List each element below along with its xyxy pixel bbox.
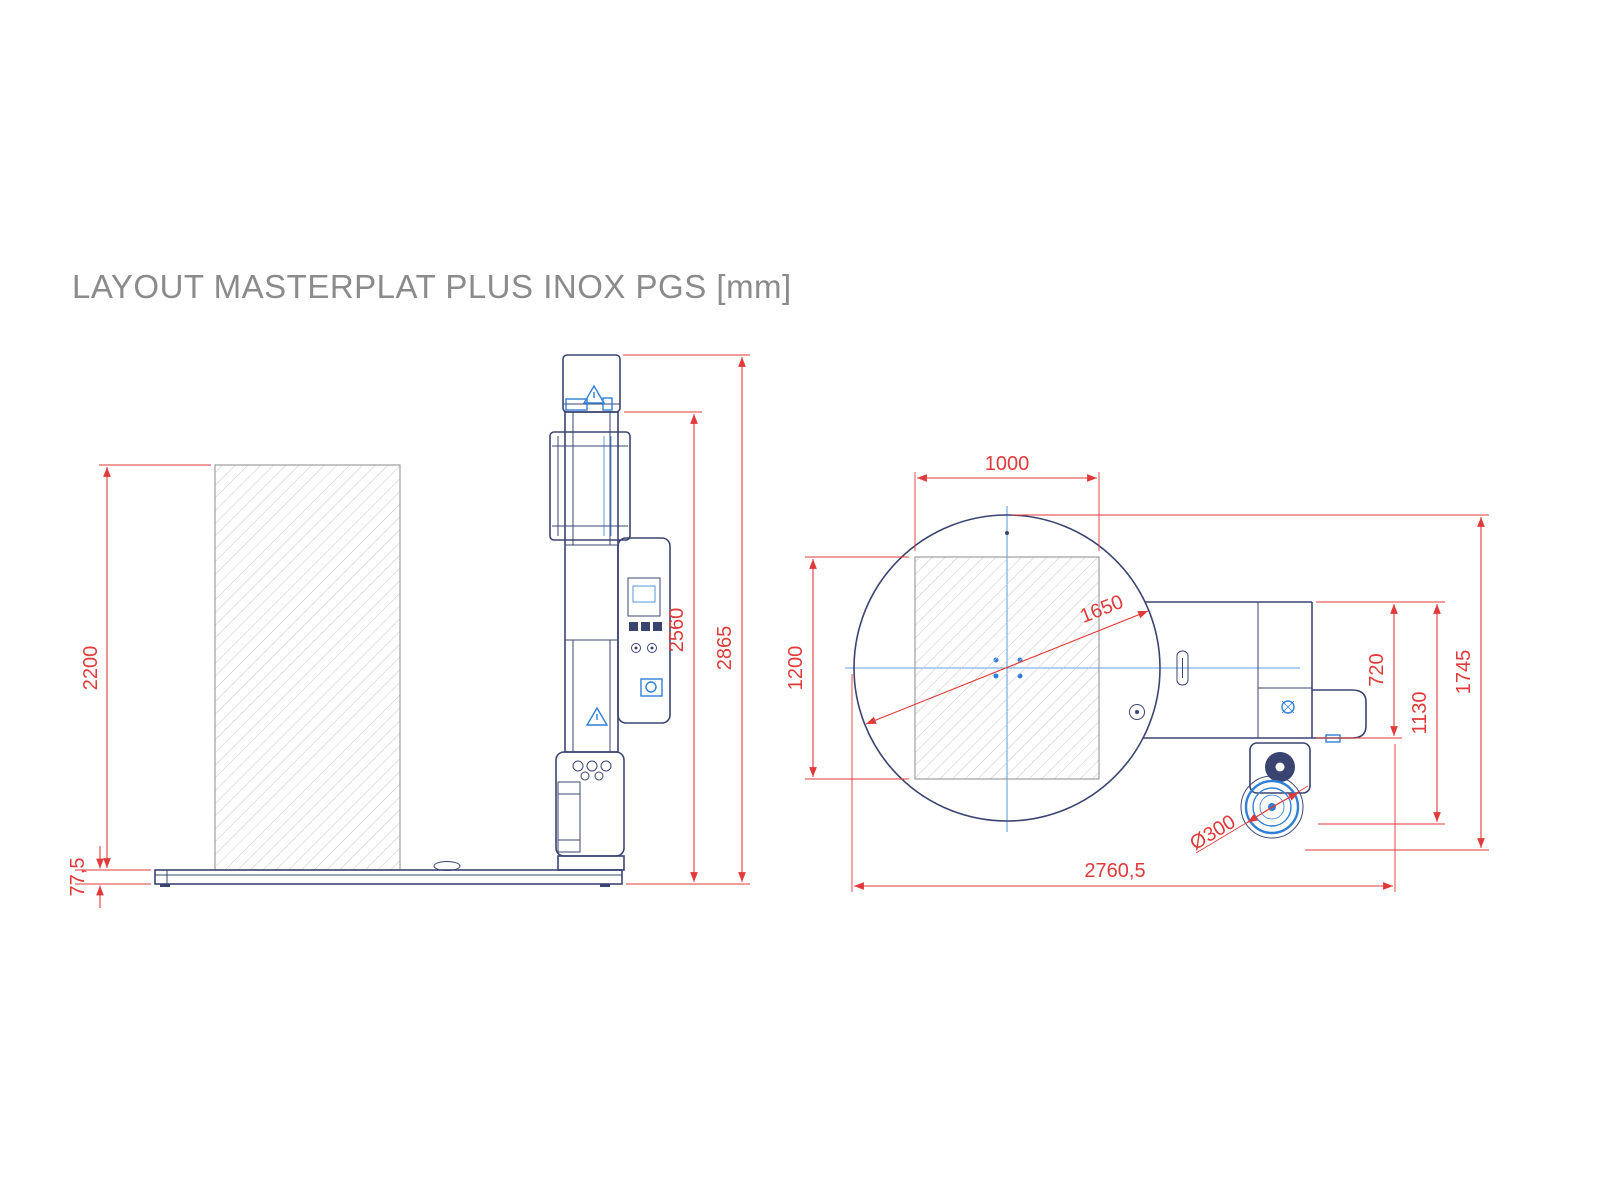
dimensions-top: 1000 1200 1650 720: [785, 453, 1489, 892]
side-view: 2200 77,5 2560 2865: [67, 354, 750, 908]
lower-housing: [555, 751, 625, 871]
dim-pallet-width: 1000: [914, 453, 1100, 551]
mast-top-cap: [562, 354, 621, 413]
bracket-connector: [1325, 734, 1341, 743]
dim-base-height: 77,5: [67, 846, 104, 908]
side-bracket: [1312, 689, 1367, 739]
panel-knob: [631, 643, 641, 653]
turntable-circle: [853, 514, 1161, 822]
dim-label-overall-length: 2760,5: [1084, 860, 1145, 882]
dim-overall-depth: 1745: [1012, 514, 1489, 851]
dim-label-column-height: 2560: [666, 608, 688, 653]
base-handle: [433, 861, 461, 871]
dim-column-height: 2560: [624, 411, 750, 885]
warning-triangle-icon: [585, 706, 609, 726]
mast-foot: [557, 855, 625, 871]
dim-label-machine-depth: 1130: [1409, 691, 1431, 734]
base-platform: [154, 861, 623, 887]
dim-label-pallet-width: 1000: [985, 453, 1030, 475]
dim-label-machine-width: 720: [1366, 653, 1388, 686]
pallet-load-side: [214, 464, 401, 871]
motor-box: [557, 781, 581, 853]
dim-label-total-height: 2865: [714, 626, 736, 671]
roller: [572, 760, 584, 772]
panel-button: [629, 622, 638, 631]
dim-label-load-height: 2200: [80, 646, 102, 691]
mast-column: [564, 411, 619, 753]
dim-load-height: 2200: [75, 464, 211, 885]
roller: [594, 771, 604, 781]
dim-machine-depth: 1130: [1318, 604, 1445, 825]
dim-overall-length: 2760,5: [851, 674, 1396, 892]
dim-label-wheel-diameter: Ø300: [1186, 811, 1239, 855]
dim-total-height: 2865: [623, 354, 750, 882]
wrapper-machine-side: [154, 354, 671, 887]
panel-button: [653, 622, 662, 631]
wheel-swivel: [1240, 775, 1304, 839]
film-carriage: [549, 431, 631, 541]
top-view: 1000 1200 1650 720: [785, 453, 1489, 892]
dim-label-overall-depth: 1745: [1453, 650, 1475, 695]
valve-icon: [1281, 700, 1295, 714]
control-panel: [617, 537, 671, 724]
power-connector: [640, 678, 663, 697]
mast-slot: [1176, 650, 1189, 686]
roller: [580, 771, 590, 781]
roller: [600, 760, 612, 772]
dim-label-base-height: 77,5: [67, 858, 89, 897]
display-screen: [627, 577, 661, 617]
warning-triangle-icon: [582, 384, 606, 404]
panel-button: [641, 622, 650, 631]
page-title: LAYOUT MASTERPLAT PLUS INOX PGS [mm]: [72, 268, 792, 305]
dim-label-pallet-depth: 1200: [785, 646, 807, 691]
machine-body-top: [1129, 601, 1367, 743]
wheel-housing: [1249, 742, 1311, 794]
roller: [586, 760, 598, 772]
wheel-unit: [1240, 742, 1311, 839]
dim-pallet-depth: 1200: [785, 556, 909, 780]
panel-knob: [647, 643, 657, 653]
top-limit-switch: [565, 398, 588, 411]
dimensions-side: 2200 77,5 2560 2865: [67, 354, 750, 908]
dim-machine-width: 720: [1316, 601, 1445, 739]
